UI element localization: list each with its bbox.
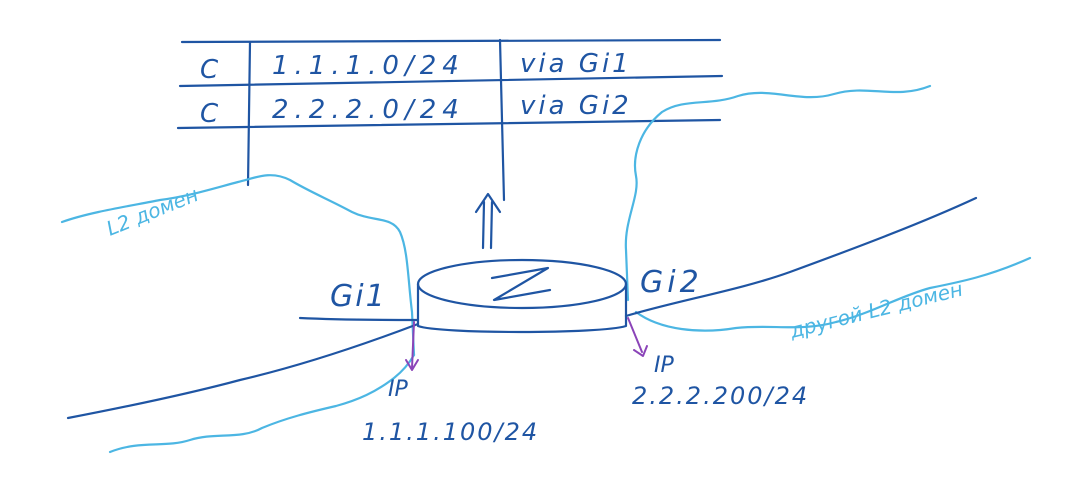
row2-via: via Gi2 <box>520 91 632 121</box>
left-link-upper <box>298 316 420 322</box>
table-line-top <box>180 38 722 44</box>
routing-table: C 1.1.1.0/24 via Gi1 C 2.2.2.0/24 via Gi… <box>176 38 724 202</box>
left-ip-address: 1.1.1.100/24 <box>362 418 539 446</box>
right-l2-domain-outline <box>624 84 932 302</box>
left-ip-arrow-icon <box>405 321 419 371</box>
right-ip-address: 2.2.2.200/24 <box>632 382 809 410</box>
double-arrow-up-icon <box>474 192 502 250</box>
table-left-divider <box>246 40 252 187</box>
left-ip-label: IP <box>388 377 408 402</box>
right-ip-label: IP <box>654 353 674 378</box>
table-right-divider <box>498 38 506 202</box>
left-l2-domain-bottom <box>108 353 416 454</box>
table-line-bottom <box>176 118 722 130</box>
right-l2-domain-bottom <box>634 256 1032 332</box>
row1-code: C <box>200 55 219 85</box>
table-line-middle <box>178 74 724 88</box>
router-icon <box>416 258 628 334</box>
left-link-line <box>66 322 420 420</box>
right-link-line <box>624 196 978 318</box>
right-interface-name: Gi2 <box>640 265 703 300</box>
right-ip-arrow-icon <box>627 317 648 357</box>
row1-network: 1.1.1.0/24 <box>272 51 465 81</box>
row2-network: 2.2.2.0/24 <box>272 95 465 125</box>
left-l2-domain-outline <box>60 174 416 357</box>
left-l2-domain-label: L2 домен <box>103 182 202 241</box>
row1-via: via Gi1 <box>520 49 632 79</box>
left-interface-name: Gi1 <box>330 279 387 314</box>
right-l2-domain-label: другой L2 домен <box>786 277 965 343</box>
row2-code: C <box>200 99 219 129</box>
